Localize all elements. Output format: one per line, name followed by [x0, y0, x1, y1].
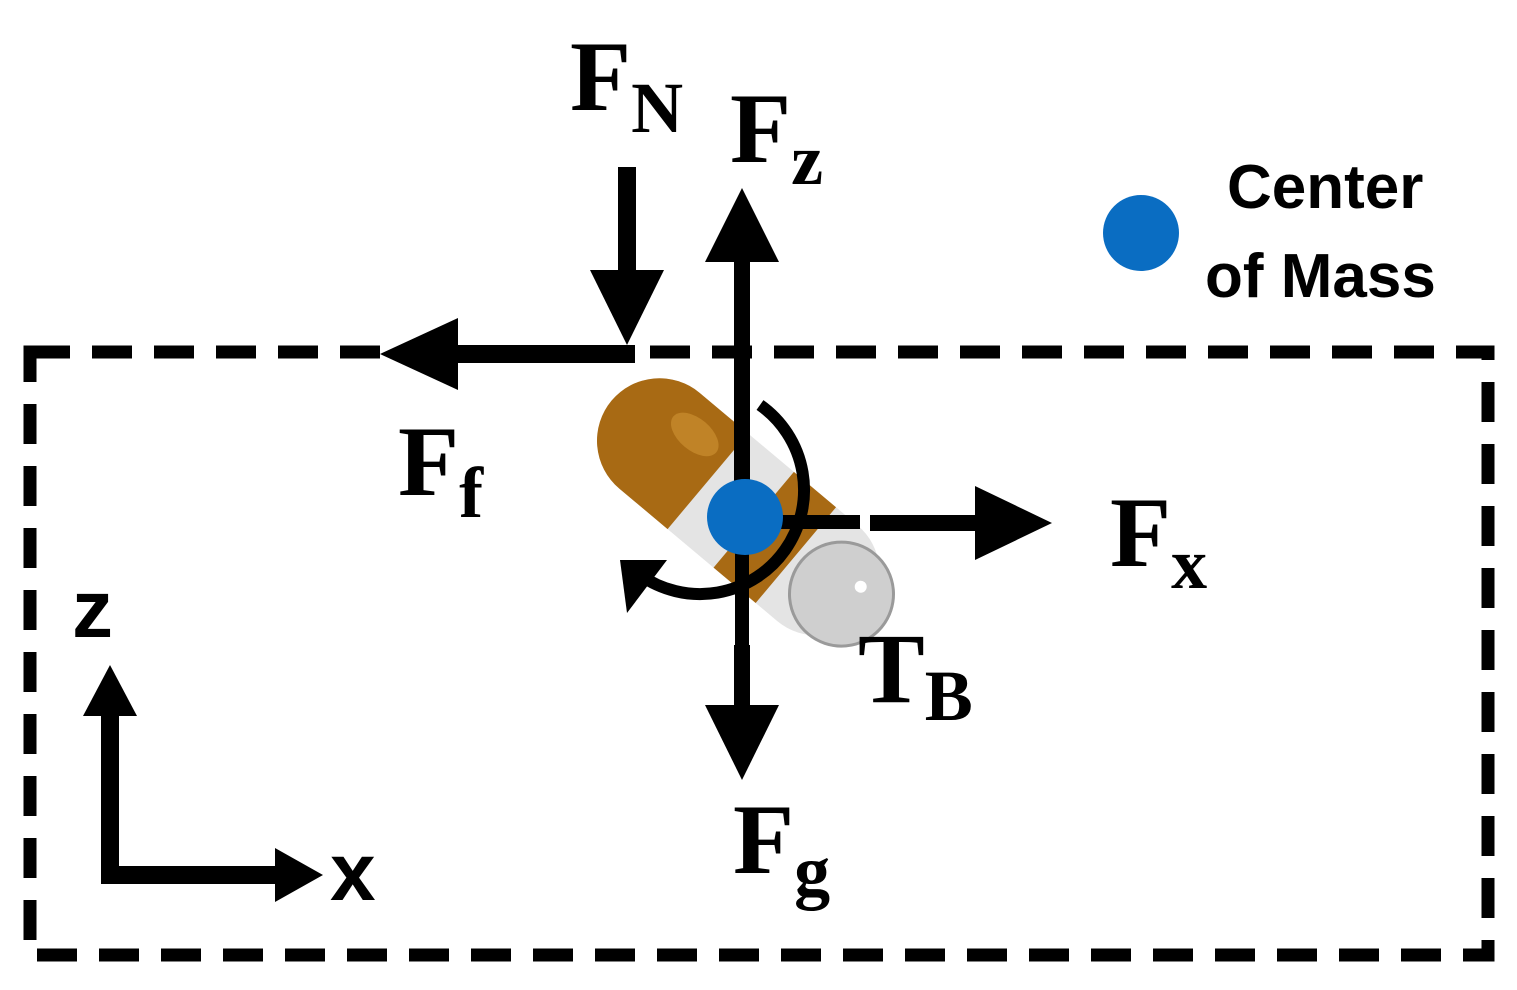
- torque-arrowhead: [620, 560, 667, 613]
- label-tb-main: T: [858, 613, 925, 724]
- axis-x-shaft: [101, 866, 281, 884]
- fz-arrow-shaft: [734, 255, 750, 505]
- label-fz: Fz: [730, 73, 823, 200]
- legend-line2: of Mass: [1205, 242, 1436, 311]
- label-fg-sub: g: [794, 831, 830, 911]
- label-tb: TB: [858, 613, 973, 736]
- fx-arrow-shaft: [870, 515, 982, 531]
- label-ff: Ff: [398, 406, 484, 533]
- axis-z-label: z: [72, 564, 113, 655]
- label-ff-sub: f: [459, 453, 484, 533]
- axis-x-label: x: [330, 827, 376, 918]
- label-tb-sub: B: [925, 656, 973, 736]
- legend-line1: Center: [1227, 153, 1423, 222]
- center-of-mass-dot: [707, 479, 783, 555]
- capsule-brown-cap: [597, 378, 748, 530]
- ff-arrowhead: [380, 318, 458, 390]
- label-fn: FN: [570, 21, 683, 148]
- capsule-highlight: [670, 412, 719, 457]
- legend-center-of-mass-marker: [1103, 195, 1179, 271]
- torque-arc: [636, 400, 811, 600]
- capsule-gray-dot: [854, 580, 867, 593]
- label-fx: Fx: [1110, 477, 1207, 604]
- dashed-boundary: [23, 345, 1495, 962]
- label-fz-main: F: [730, 73, 791, 184]
- ff-arrow-shaft: [450, 345, 635, 363]
- label-fg: Fg: [733, 784, 830, 911]
- axis-x-arrowhead: [275, 848, 323, 902]
- fz-arrowhead: [705, 188, 779, 262]
- axis-z-arrowhead: [83, 665, 137, 716]
- label-fg-main: F: [733, 784, 794, 895]
- axis-z-shaft: [101, 712, 119, 884]
- label-fn-main: F: [570, 21, 631, 132]
- fn-arrow-shaft: [618, 167, 636, 277]
- fg-arrowhead: [705, 705, 779, 780]
- label-fz-sub: z: [791, 120, 823, 200]
- fn-arrowhead: [590, 270, 664, 345]
- label-fn-sub: N: [631, 68, 683, 148]
- label-fx-sub: x: [1171, 524, 1207, 604]
- label-fx-main: F: [1110, 477, 1171, 588]
- fx-arrowhead: [975, 486, 1052, 560]
- fg-arrow-shaft: [734, 645, 750, 715]
- label-ff-main: F: [398, 406, 459, 517]
- capsule-gray-cap: [787, 540, 895, 648]
